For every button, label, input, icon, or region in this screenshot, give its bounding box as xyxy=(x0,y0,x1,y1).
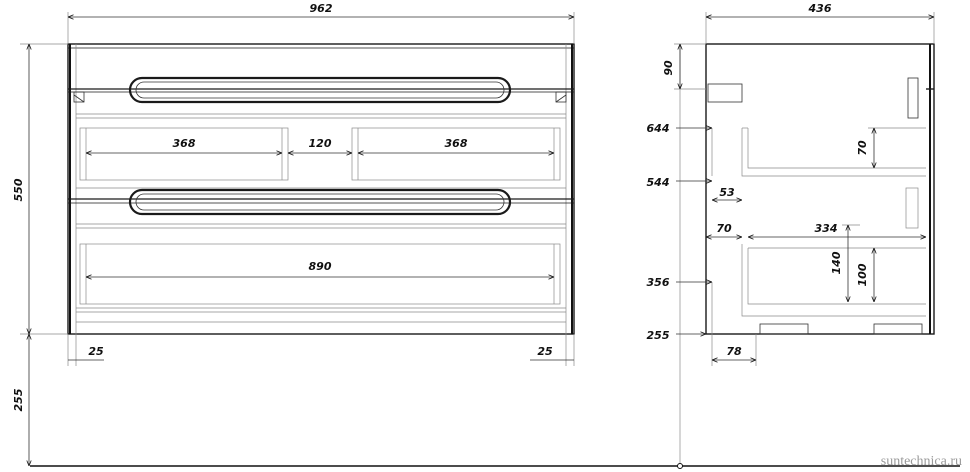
lower-handle xyxy=(128,188,512,216)
level-644: 644 xyxy=(647,122,670,135)
dim-depth-334: 334 xyxy=(815,222,838,235)
dim-left-drawer: 368 xyxy=(173,137,196,150)
watermark: suntechnica.ru xyxy=(881,454,962,469)
wall-bracket xyxy=(707,83,743,103)
dim-height-100: 100 xyxy=(856,263,869,286)
dim-height: 550 xyxy=(12,178,25,201)
level-255: 255 xyxy=(647,329,670,342)
side-outline xyxy=(705,43,935,335)
side-dimensions: 436 90 644 544 356 255 70 53 70 334 14 xyxy=(647,2,935,469)
rail-fitting xyxy=(907,77,919,119)
dim-top-offset: 90 xyxy=(662,60,675,76)
lower-compartment xyxy=(79,243,561,305)
level-356: 356 xyxy=(647,276,670,289)
front-view xyxy=(67,43,575,335)
dim-right-drawer: 368 xyxy=(445,137,468,150)
dim-offset-78: 78 xyxy=(726,345,742,358)
dim-offset-53: 53 xyxy=(719,186,735,199)
dim-lower-drawer: 890 xyxy=(309,260,332,273)
level-544: 544 xyxy=(647,176,670,189)
upper-right-compartment xyxy=(351,127,561,181)
dim-depth: 436 xyxy=(808,2,832,15)
dim-side-left: 25 xyxy=(88,345,104,358)
dim-height-140: 140 xyxy=(830,251,843,274)
side-view xyxy=(705,43,935,335)
dim-drawer-divider: 120 xyxy=(309,137,332,150)
dim-side-right: 25 xyxy=(537,345,553,358)
front-dimensions: 962 368 120 368 890 550 255 25 25 xyxy=(12,2,575,466)
upper-left-compartment xyxy=(79,127,289,181)
dim-upper-drawer-height: 70 xyxy=(856,140,869,156)
upper-handle xyxy=(128,76,512,104)
dim-floor-clearance: 255 xyxy=(12,388,25,411)
dim-offset-70: 70 xyxy=(716,222,732,235)
dim-overall-width: 962 xyxy=(310,2,333,15)
cabinet-outline xyxy=(67,43,575,335)
